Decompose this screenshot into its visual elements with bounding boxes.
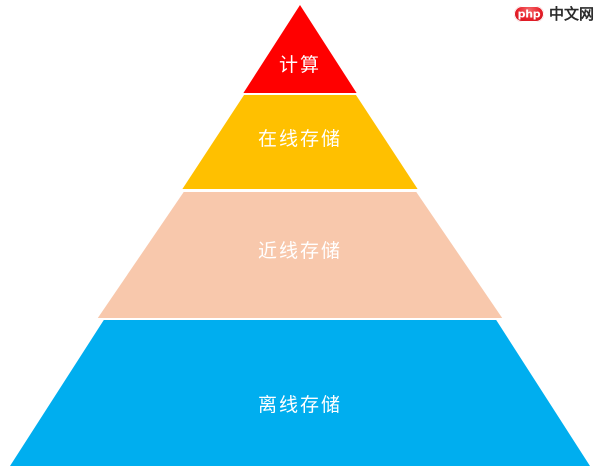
pyramid-band-compute — [243, 5, 357, 93]
php-logo-text: php — [517, 7, 541, 20]
pyramid-band-offline-storage — [10, 320, 590, 466]
watermark-site-name: 中文网 — [548, 4, 594, 23]
php-logo-icon: php — [513, 6, 544, 22]
watermark: php 中文网 — [513, 4, 594, 24]
pyramid-band-nearline-storage — [97, 192, 503, 318]
pyramid-band-online-storage — [182, 95, 418, 189]
